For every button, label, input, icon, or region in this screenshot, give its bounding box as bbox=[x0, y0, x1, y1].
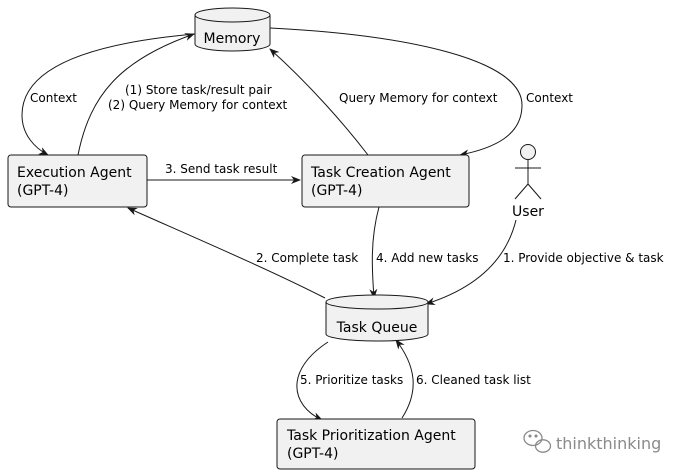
edge-task-queue-to-execution bbox=[127, 207, 326, 299]
task-queue-cylinder-shape bbox=[325, 294, 429, 342]
edge-label-query-memory: Query Memory for context bbox=[339, 91, 498, 105]
edge-label-store-line1: (1) Store task/result pair bbox=[125, 83, 272, 97]
actor-icon bbox=[514, 144, 542, 200]
task-prioritization-agent-model: (GPT-4) bbox=[287, 446, 338, 462]
watermark: thinkthinking bbox=[523, 429, 661, 453]
memory-label: Memory bbox=[204, 31, 261, 47]
user-label: User bbox=[512, 204, 544, 220]
task-creation-agent-box bbox=[301, 154, 470, 208]
edge-label-store-line2: (2) Query Memory for context bbox=[108, 98, 288, 112]
edge-label-send-task-result: 3. Send task result bbox=[165, 162, 278, 176]
edge-prioritization-to-task-queue bbox=[395, 339, 414, 419]
memory-cylinder-shape bbox=[194, 7, 271, 52]
edge-label-cleaned-task-list: 6. Cleaned task list bbox=[416, 373, 531, 387]
edge-memory-to-task-creation-context bbox=[269, 27, 523, 158]
task-creation-agent-title: Task Creation Agent bbox=[310, 165, 451, 181]
execution-agent-node: Execution Agent (GPT-4) bbox=[7, 154, 148, 208]
user-node: User bbox=[512, 144, 544, 220]
edge-label-add-new-tasks: 4. Add new tasks bbox=[376, 251, 478, 265]
execution-agent-box bbox=[7, 154, 148, 208]
edge-label-context-right: Context bbox=[526, 91, 573, 105]
edge-label-prioritize-tasks: 5. Prioritize tasks bbox=[300, 373, 403, 387]
edge-task-creation-to-task-queue bbox=[369, 206, 380, 299]
task-queue-label: Task Queue bbox=[336, 320, 418, 336]
edge-memory-to-execution-context bbox=[21, 33, 196, 156]
edge-execution-to-memory-store bbox=[77, 33, 195, 156]
edge-task-creation-to-memory-query bbox=[269, 48, 369, 156]
task-creation-agent-model: (GPT-4) bbox=[311, 183, 362, 199]
execution-agent-title: Execution Agent bbox=[17, 165, 132, 181]
task-creation-agent-node: Task Creation Agent (GPT-4) bbox=[301, 154, 470, 208]
wechat-icon bbox=[523, 429, 552, 453]
task-prioritization-agent-node: Task Prioritization Agent (GPT-4) bbox=[276, 418, 476, 470]
task-prioritization-agent-box bbox=[276, 418, 476, 470]
memory-cylinder-top bbox=[194, 14, 271, 23]
edge-task-queue-to-prioritization bbox=[296, 341, 329, 421]
task-queue-cylinder-top bbox=[325, 301, 429, 310]
task-prioritization-agent-title: Task Prioritization Agent bbox=[286, 428, 456, 444]
edge-user-to-task-queue bbox=[425, 219, 517, 306]
watermark-text: thinkthinking bbox=[556, 434, 661, 453]
execution-agent-model: (GPT-4) bbox=[17, 183, 68, 199]
edge-label-context-left: Context bbox=[30, 91, 77, 105]
task-queue-node: Task Queue bbox=[325, 294, 429, 342]
edge-label-complete-task: 2. Complete task bbox=[256, 251, 358, 265]
memory-node: Memory bbox=[194, 7, 271, 52]
edge-label-provide-objective: 1. Provide objective & task bbox=[503, 251, 664, 265]
